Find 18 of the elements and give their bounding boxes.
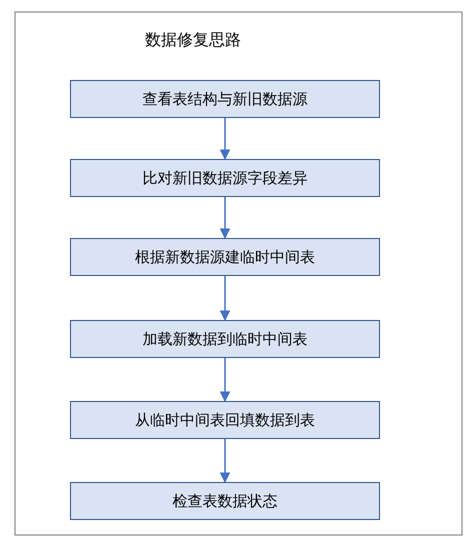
step-label: 加载新数据到临时中间表 [142,330,308,348]
process-box [70,238,380,276]
arrow [220,276,230,322]
arrow [220,358,230,402]
step-label: 比对新旧数据源字段差异 [142,168,308,188]
diagram-title: 数据修复思路 [145,30,241,51]
process-box [70,320,380,358]
step-label: 查看表结构与新旧数据源 [142,90,308,108]
arrow [220,197,230,240]
arrow [220,439,230,484]
process-box [70,482,380,520]
process-box [70,159,380,197]
step-label: 检查表数据状态 [172,492,278,510]
arrow [220,118,230,160]
process-box [70,401,380,439]
step-label: 根据新数据源建临时中间表 [135,248,315,266]
process-box [70,80,380,118]
step-label: 从临时中间表回填数据到表 [135,410,315,430]
